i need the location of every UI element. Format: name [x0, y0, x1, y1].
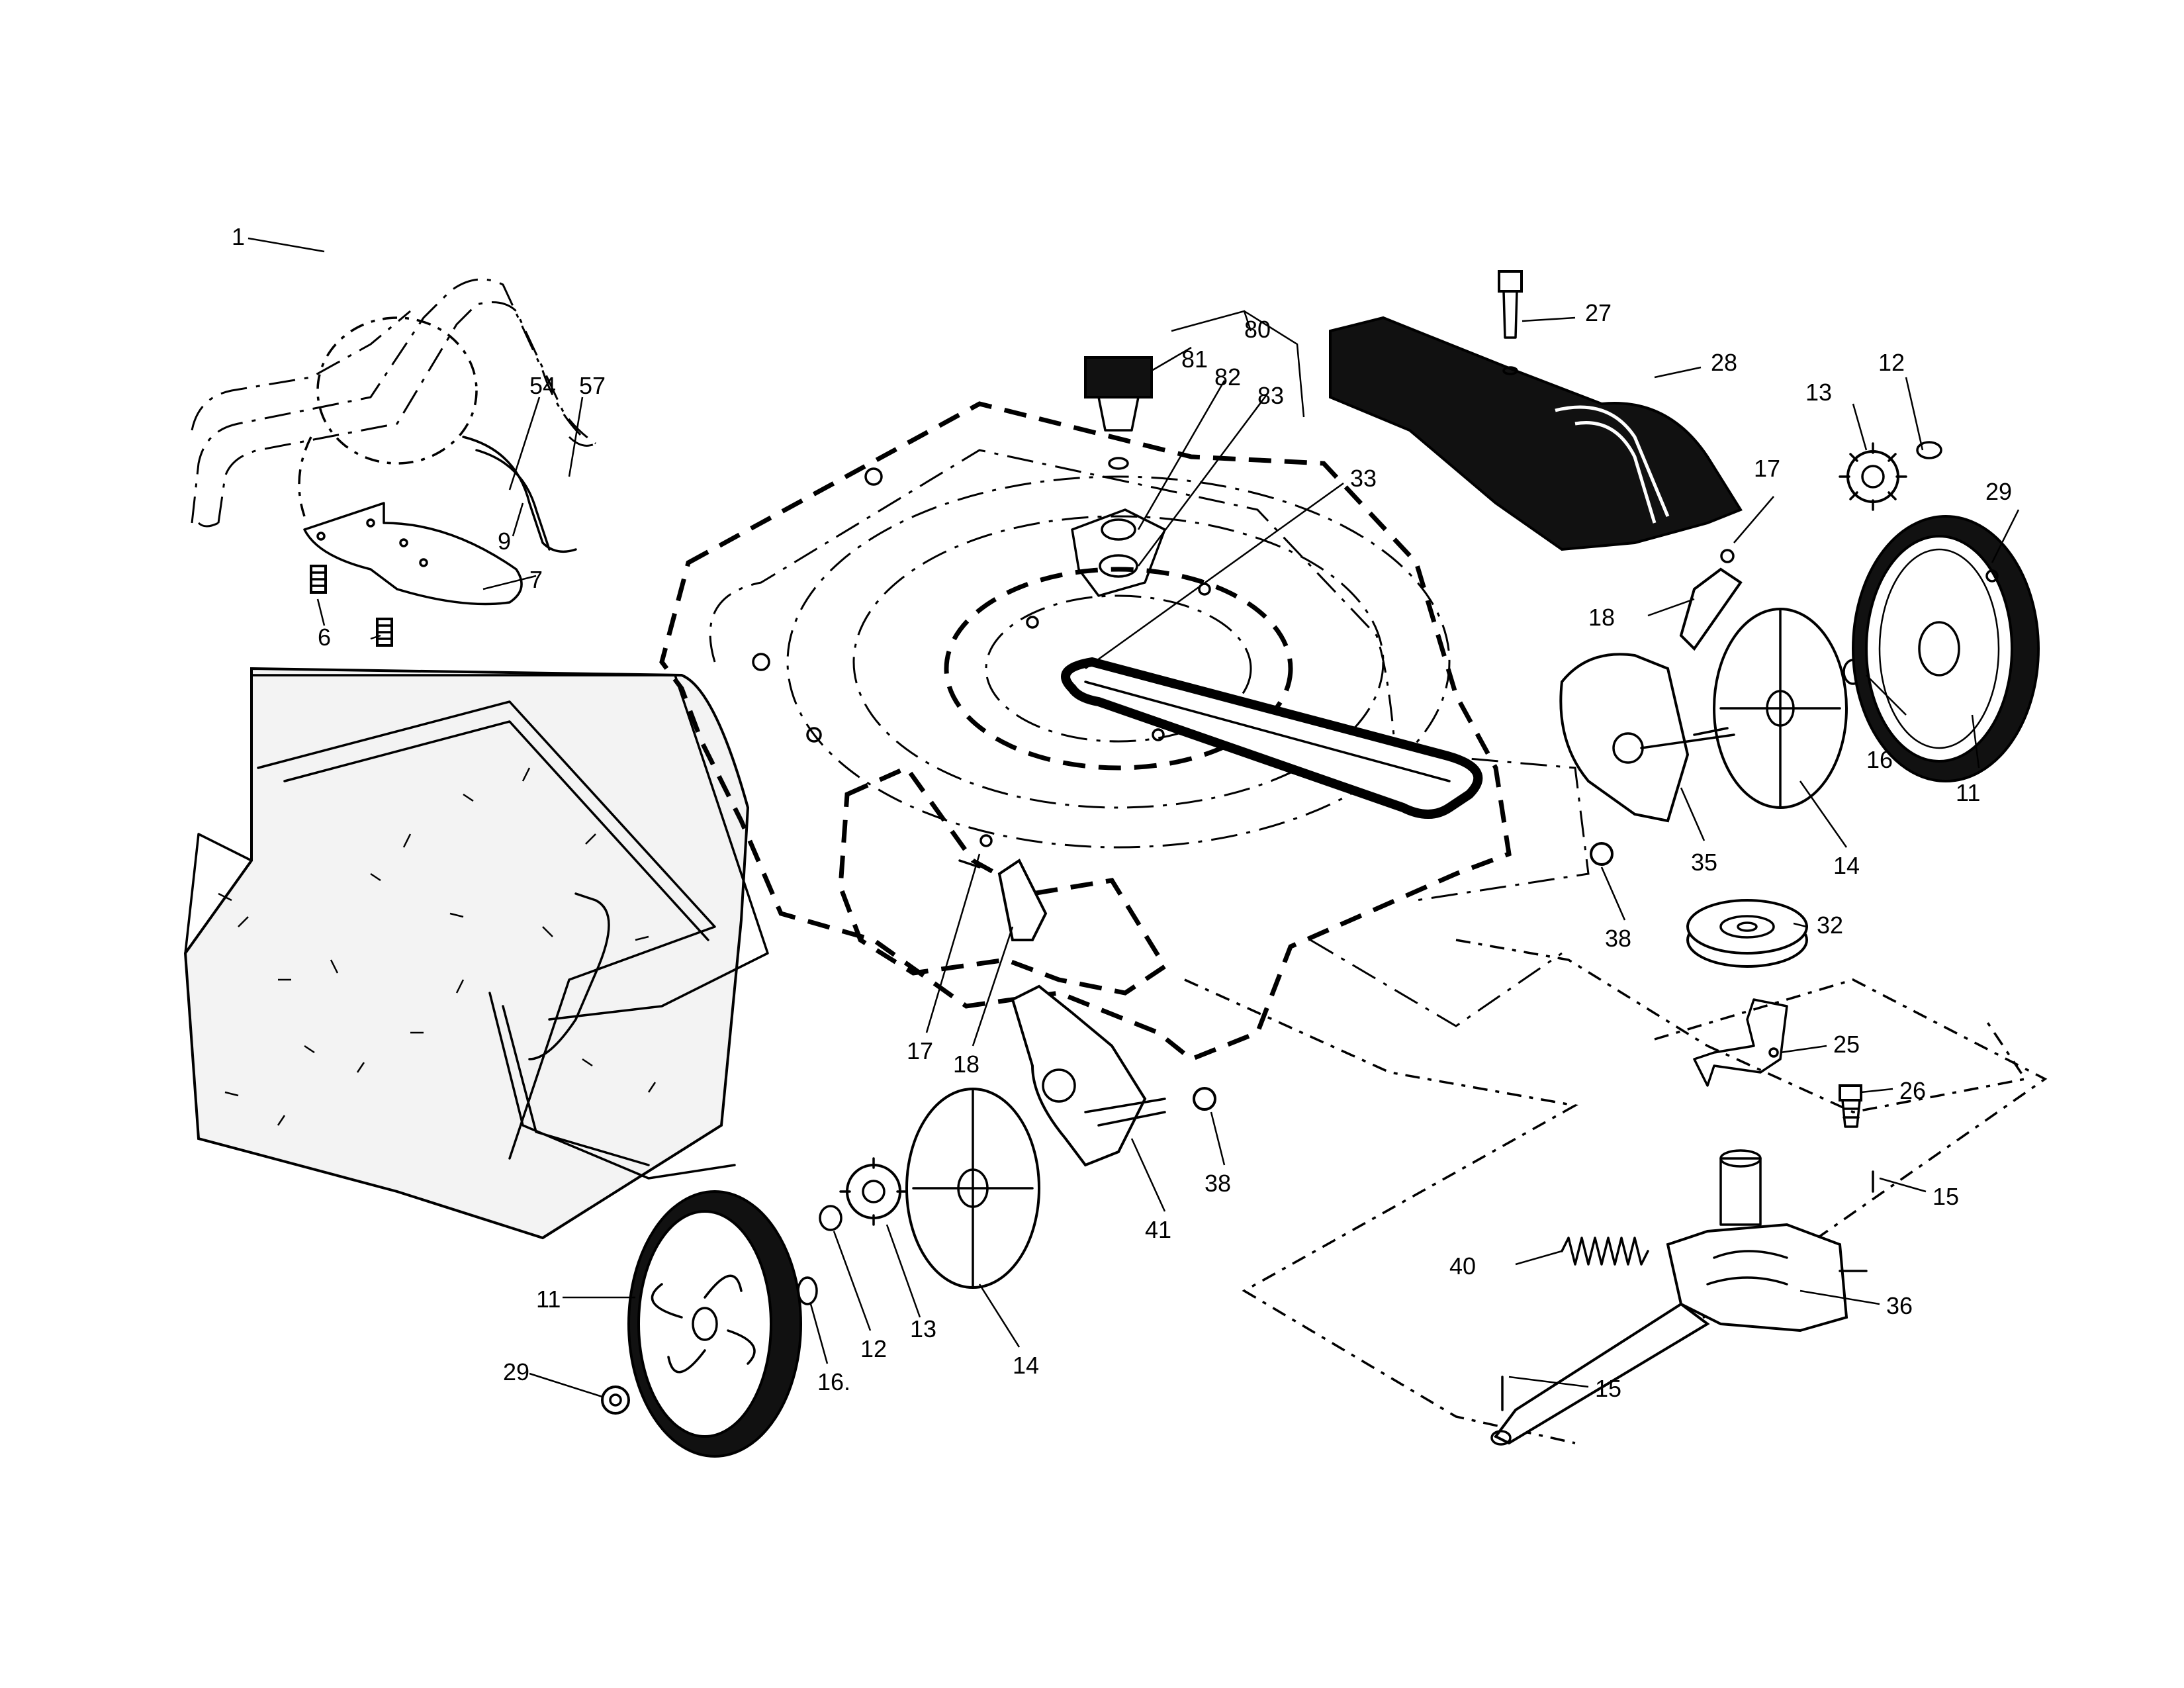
knob-icon [1084, 356, 1153, 470]
callout-41: 41 [1145, 1216, 1171, 1243]
callout-17-top: 17 [1754, 455, 1780, 482]
callout-81: 81 [1181, 346, 1208, 373]
callout-57: 57 [579, 372, 606, 399]
callout-36: 36 [1886, 1292, 1913, 1319]
callout-82: 82 [1214, 363, 1241, 391]
screw-icon [310, 565, 393, 647]
callout-28: 28 [1711, 349, 1737, 376]
callout-26: 26 [1899, 1077, 1926, 1104]
wheel-icon [627, 1190, 802, 1458]
callout-labels: 1 9 7 6 54 57 80 81 82 83 33 27 28 13 12… [232, 223, 2012, 1402]
callout-14-bot: 14 [1013, 1352, 1039, 1379]
deck-icon [659, 401, 2048, 1444]
callout-18-mid: 18 [953, 1051, 979, 1078]
callout-7: 7 [529, 566, 543, 593]
handle-icon [191, 278, 596, 528]
callout-18-top: 18 [1588, 604, 1615, 631]
washer-icon [797, 1205, 842, 1305]
callout-35: 35 [1691, 849, 1717, 876]
callout-15-bot: 15 [1595, 1375, 1621, 1402]
callout-1: 1 [232, 223, 245, 250]
hubcap-icon [905, 1088, 1040, 1289]
nut-icon [1590, 569, 1999, 866]
nut-icon [601, 1087, 1216, 1415]
bracket-plate-icon [303, 502, 523, 606]
bracket-icon [1693, 998, 1788, 1087]
callout-29-bot: 29 [503, 1358, 529, 1385]
callout-25: 25 [1833, 1031, 1860, 1058]
callout-11-top: 11 [1956, 779, 1980, 806]
callout-17-mid: 17 [907, 1037, 933, 1064]
height-adjuster-icon [958, 834, 1166, 1167]
spring-icon [1561, 1237, 1649, 1266]
callout-9: 9 [498, 528, 511, 555]
control-box-icon [298, 316, 577, 553]
gear-icon [839, 1157, 908, 1226]
callout-12-bot: 12 [860, 1335, 887, 1362]
callout-6: 6 [318, 624, 331, 651]
belt-icon [1061, 657, 1483, 819]
wheel-icon [1852, 515, 2040, 782]
height-adjuster-icon [1559, 549, 1743, 823]
callout-80: 80 [1244, 316, 1271, 343]
washer-plate-icon [1071, 508, 1166, 597]
callout-33: 33 [1350, 465, 1377, 492]
callout-40: 40 [1449, 1252, 1476, 1280]
transmission-icon [1490, 1149, 1874, 1446]
callout-13-top: 13 [1805, 379, 1832, 406]
chute-icon [1329, 316, 1743, 551]
callout-32: 32 [1817, 912, 1843, 939]
callout-11-bot: 11 [536, 1286, 561, 1313]
callout-83: 83 [1257, 382, 1284, 409]
callout-38-top: 38 [1605, 925, 1631, 952]
callout-16-top: 16 [1866, 746, 1893, 773]
bag-icon [183, 667, 769, 1240]
callout-27: 27 [1585, 299, 1612, 326]
callout-12-top: 12 [1878, 349, 1905, 376]
callout-15-top: 15 [1933, 1183, 1959, 1210]
screw-icon [1839, 1084, 1862, 1128]
callout-14-top: 14 [1833, 852, 1860, 879]
callout-29-top: 29 [1985, 478, 2012, 505]
callout-54: 54 [529, 372, 556, 399]
leader-lines [248, 237, 2020, 1398]
gear-icon [1839, 442, 1907, 511]
pulley-icon [1686, 899, 1808, 968]
callout-13-bot: 13 [910, 1315, 936, 1342]
bolt-icon [1498, 270, 1523, 375]
callout-16-bot: 16. [817, 1368, 850, 1395]
callout-38-mid: 38 [1205, 1170, 1231, 1197]
hubcap-icon [1713, 608, 1848, 809]
